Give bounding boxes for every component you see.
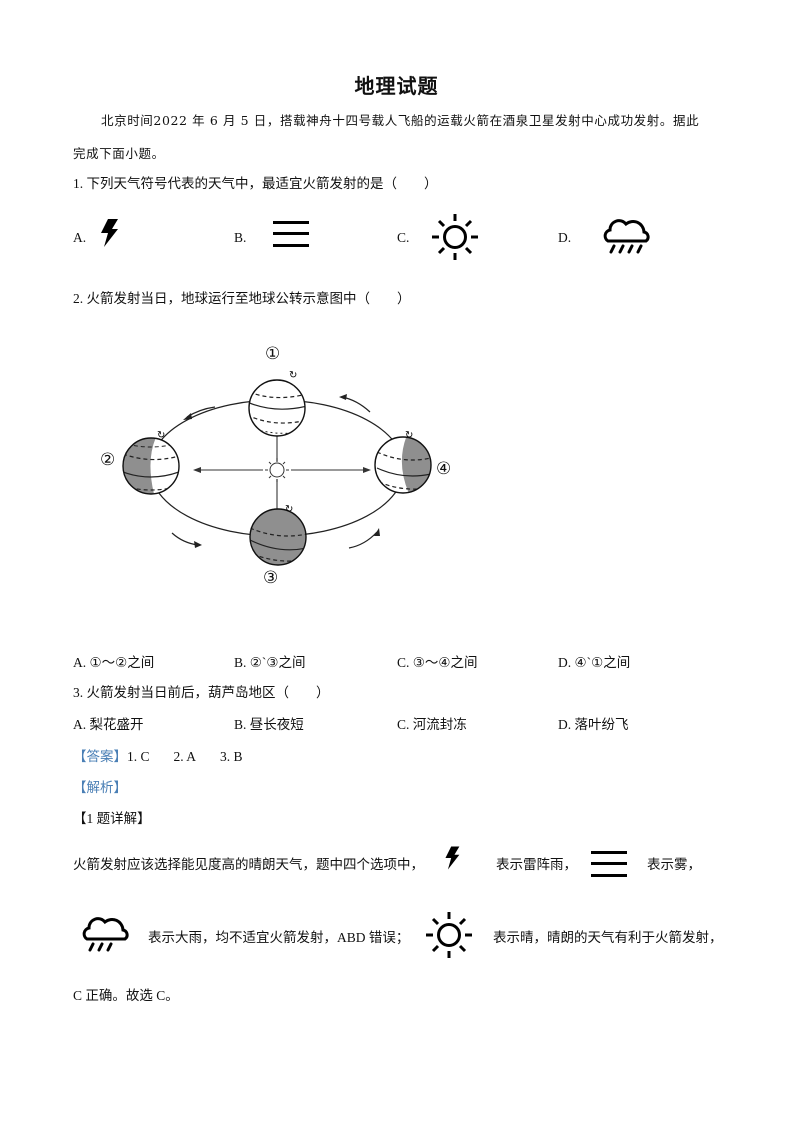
earth-orbit-diagram: ↻ ↻ ↻ ↻ [95,340,465,600]
rain-cloud-icon [80,912,130,956]
q3-option-d: D. 落叶纷飞 [558,717,629,732]
q1-option-b-label: B. [234,230,247,245]
analysis-line-3: C 正确。故选 C。 [73,988,179,1003]
fog-icon [591,849,627,879]
analysis-line-2a: 表示大雨，均不适宜火箭发射，ABD 错误； [148,930,410,945]
q1-option-a-label: A. [73,230,87,245]
question-1-stem: 1. 下列天气符号代表的天气中，最适宜火箭发射的是（ ） [73,176,438,191]
analysis-line-1c: 表示雾， [647,857,701,872]
lightning-icon [98,219,120,247]
svg-text:↻: ↻ [285,504,293,515]
answer-tag: 【答案】 [73,749,127,764]
q2-option-a: A. ①～②之间 [73,655,155,670]
answer-row: 【答案】1. C 2. A 3. B [73,745,243,765]
position-label-1: ① [265,344,281,364]
analysis-tag: 【解析】 [73,780,127,795]
q1-option-c-label: C. [397,230,410,245]
position-label-3: ③ [263,568,279,588]
sun-icon [431,213,479,261]
page-title: 地理试题 [354,74,439,98]
analysis-line-1b: 表示雷阵雨， [496,857,577,872]
analysis-line-2b: 表示晴，晴朗的天气有利于火箭发射， [493,930,723,945]
answer-2: 2. A [173,749,197,764]
q2-option-b: B. ②`③之间 [234,655,306,670]
question-3-stem: 3. 火箭发射当日前后，葫芦岛地区（ ） [73,685,330,700]
svg-text:↻: ↻ [289,370,297,381]
svg-text:↻: ↻ [405,430,413,441]
lightning-icon [443,845,461,871]
answer-1: 1. C [127,749,150,764]
q2-option-d: D. ④`①之间 [558,655,631,670]
rain-cloud-icon [602,214,650,258]
intro-line-2: 完成下面小题。 [73,146,165,161]
svg-text:↻: ↻ [157,430,165,441]
q3-option-b: B. 昼长夜短 [234,717,304,732]
q1-detail-header: 【1 题详解】 [73,811,151,826]
answer-3: 3. B [220,749,243,764]
fog-icon [273,219,309,249]
position-label-2: ② [100,450,116,470]
intro-line-1: 北京时间2022 年 6 月 5 日，搭载神舟十四号载人飞船的运载火箭在酒泉卫星… [101,113,700,128]
q2-option-c: C. ③～④之间 [397,655,478,670]
position-label-4: ④ [436,459,452,479]
analysis-line-1a: 火箭发射应该选择能见度高的晴朗天气，题中四个选项中， [73,857,424,872]
q1-option-d-label: D. [558,230,572,245]
question-2-stem: 2. 火箭发射当日，地球运行至地球公转示意图中（ ） [73,291,411,306]
q3-option-c: C. 河流封冻 [397,717,467,732]
q3-option-a: A. 梨花盛开 [73,717,144,732]
sun-icon [425,911,473,959]
